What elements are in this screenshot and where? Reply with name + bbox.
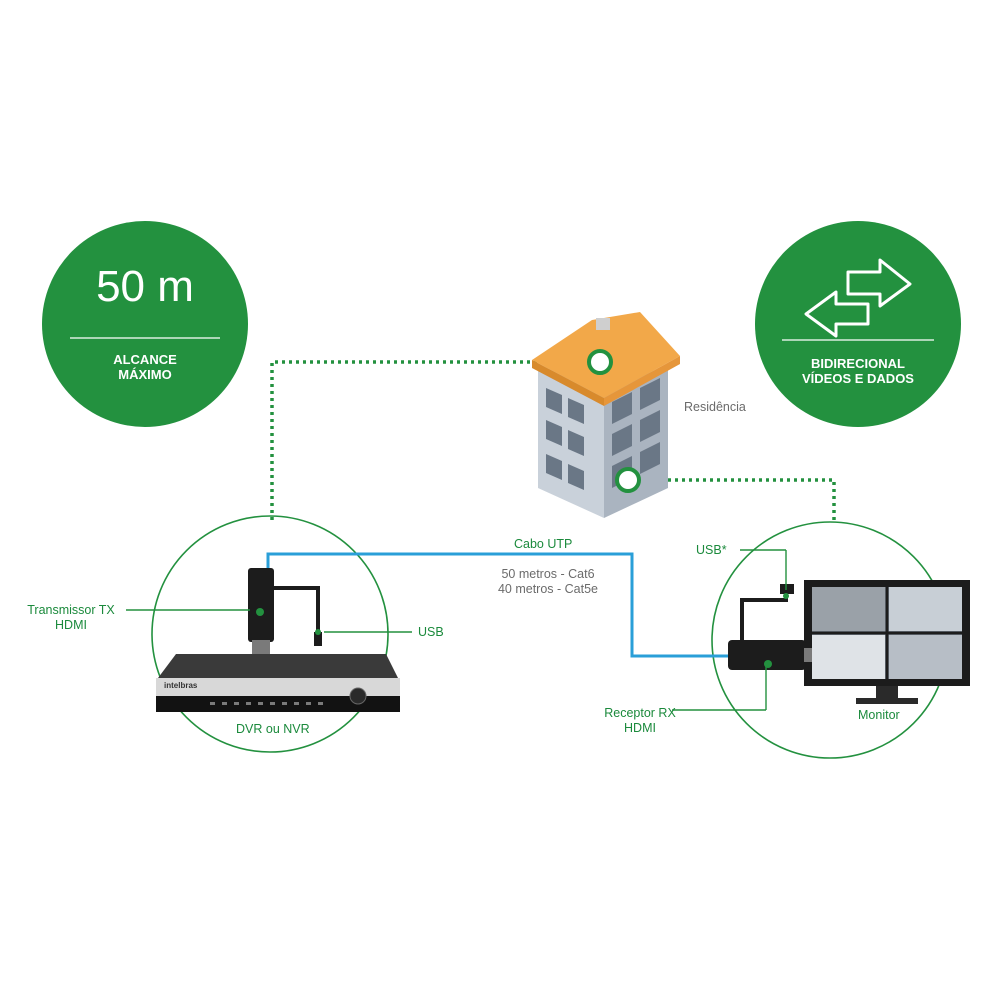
dvr-illustration	[156, 654, 400, 712]
dotted-link-right	[640, 478, 836, 520]
range-value: 50 m	[96, 262, 194, 311]
monitor-label: Monitor	[858, 708, 900, 722]
rx-label-line2: HDMI	[624, 721, 656, 735]
dvr-label: DVR ou NVR	[236, 722, 310, 736]
range-label-line1: ALCANCE	[113, 352, 177, 367]
cable-spec: 50 metros - Cat6 40 metros - Cat5e	[488, 567, 608, 597]
monitor-illustration	[804, 580, 970, 704]
cable-spec-line1: 50 metros - Cat6	[501, 567, 595, 581]
utp-cable	[266, 552, 732, 658]
range-label: ALCANCE MÁXIMO	[45, 352, 245, 382]
dvr-brand: intelbras	[164, 681, 198, 690]
rx-usb-label: USB*	[696, 543, 727, 557]
range-badge	[42, 221, 248, 427]
tx-label: Transmissor TX HDMI	[16, 603, 126, 633]
building-label: Residência	[684, 400, 746, 414]
tx-dongle	[248, 568, 322, 654]
tx-label-line1: Transmissor TX	[27, 603, 115, 617]
tx-label-line2: HDMI	[55, 618, 87, 632]
left-device-circle	[151, 515, 389, 753]
rx-label: Receptor RX HDMI	[600, 706, 680, 736]
bidirectional-label-line1: BIDIRECIONAL	[811, 356, 905, 371]
building-illustration	[532, 312, 680, 518]
rx-label-line1: Receptor RX	[604, 706, 676, 720]
bidirectional-label: BIDIRECIONAL VÍDEOS E DADOS	[758, 356, 958, 386]
range-label-line2: MÁXIMO	[118, 367, 172, 382]
cable-spec-line2: 40 metros - Cat5e	[497, 582, 599, 596]
tx-usb-label: USB	[418, 625, 444, 639]
cable-title: Cabo UTP	[514, 537, 573, 551]
two-way-arrows-icon	[804, 258, 912, 338]
bidirectional-label-line2: VÍDEOS E DADOS	[802, 371, 914, 386]
rx-dongle	[728, 584, 812, 670]
